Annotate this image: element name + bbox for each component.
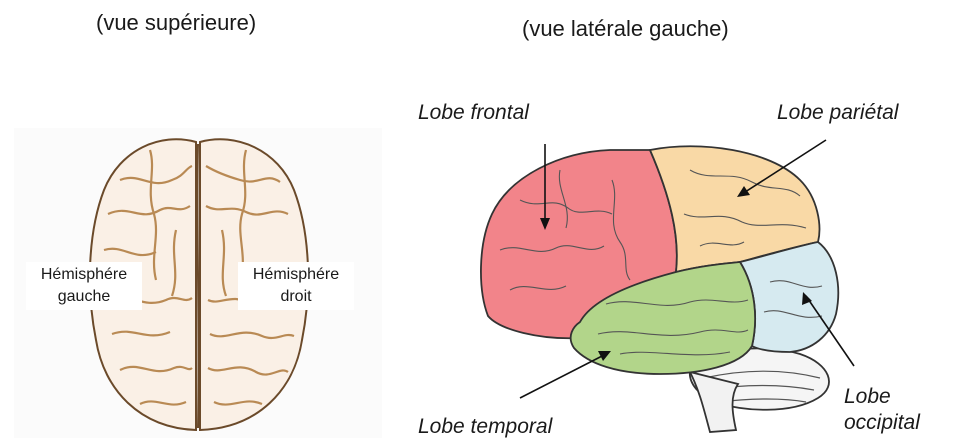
occipital-lobe-label: Lobe occipital xyxy=(844,384,920,436)
occipital-lobe-label-line2: occipital xyxy=(844,410,920,436)
frontal-lobe-label: Lobe frontal xyxy=(418,100,529,126)
occipital-lobe-label-line1: Lobe xyxy=(844,384,920,410)
parietal-lobe-label: Lobe pariétal xyxy=(777,100,898,126)
temporal-lobe-label: Lobe temporal xyxy=(418,414,552,440)
